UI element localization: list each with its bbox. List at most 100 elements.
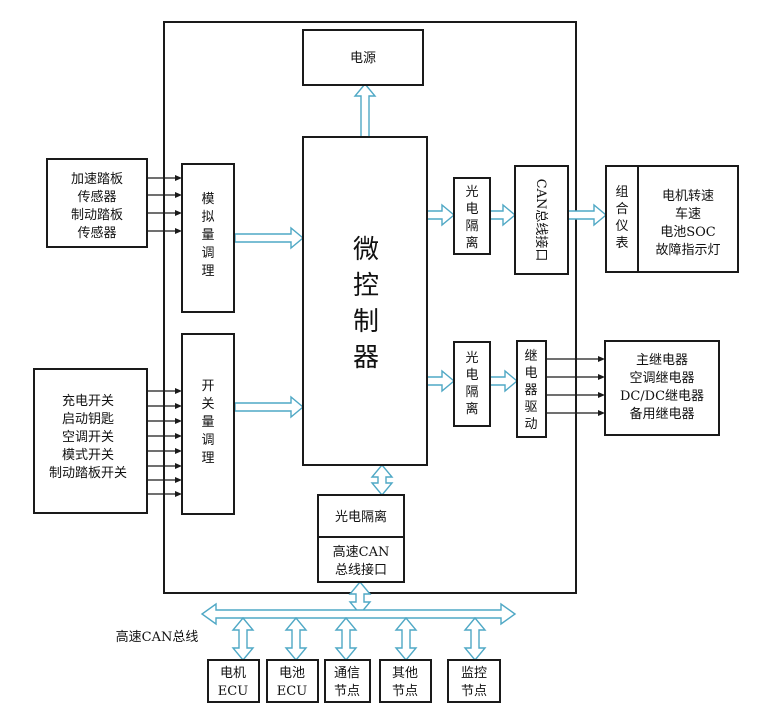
- svg-text:备用继电器: 备用继电器: [629, 406, 694, 422]
- svg-text:组: 组: [615, 185, 628, 200]
- switch-to-mcu-arrow: [234, 395, 305, 419]
- switch-input-box: [33, 368, 148, 514]
- switch-cond-label: 开 关 量 调 理: [201, 379, 214, 466]
- svg-text:表: 表: [615, 236, 628, 251]
- opto-bottom-box: [317, 494, 405, 538]
- can-to-instrument-arrow: [567, 203, 608, 227]
- relays-label: 主继电器 空调继电器 DC/DC继电器 备用继电器: [620, 353, 704, 422]
- svg-text:电机转速: 电机转速: [662, 189, 714, 204]
- svg-text:空调继电器: 空调继电器: [629, 371, 694, 386]
- svg-text:理: 理: [201, 451, 214, 466]
- opto-to-relay-arrow: [489, 369, 519, 393]
- node-battery-ecu: [266, 659, 319, 703]
- svg-text:ECU: ECU: [218, 684, 248, 699]
- display-items-label: 电机转速 车速 电池SOC 故障指示灯: [655, 189, 720, 258]
- svg-text:制: 制: [353, 307, 379, 337]
- canif-bus-arrow: [348, 580, 372, 616]
- svg-text:电机: 电机: [220, 666, 246, 681]
- svg-text:启动钥匙: 启动钥匙: [62, 412, 114, 427]
- node-bus-arrows: [231, 616, 487, 662]
- svg-text:隔: 隔: [465, 219, 478, 234]
- relays-box: [604, 340, 720, 436]
- svg-text:主继电器: 主继电器: [636, 353, 688, 368]
- mcu-to-opto-mid-arrow: [426, 369, 456, 393]
- hs-can-if-label: 高速CAN 总线接口: [333, 544, 390, 578]
- switch-wires: [147, 388, 182, 497]
- node-comm: [324, 659, 371, 703]
- pedal-sensor-box: [46, 158, 148, 248]
- svg-text:监控: 监控: [461, 666, 487, 681]
- opto-mid-label: 光 电 隔 离: [465, 351, 478, 417]
- analog-to-mcu-arrow: [234, 226, 305, 250]
- svg-text:电池SOC: 电池SOC: [660, 225, 716, 240]
- power-label: 电源: [350, 51, 376, 66]
- svg-text:电: 电: [465, 202, 478, 217]
- hs-can-if-box: [317, 536, 405, 583]
- svg-text:制动踏板开关: 制动踏板开关: [49, 466, 127, 481]
- svg-text:传感器: 传感器: [77, 225, 116, 241]
- svg-text:模: 模: [201, 192, 214, 207]
- svg-text:传感器: 传感器: [77, 189, 116, 205]
- svg-text:器: 器: [353, 343, 379, 373]
- svg-text:加速踏板: 加速踏板: [71, 172, 123, 187]
- svg-text:调: 调: [201, 246, 214, 261]
- svg-text:调: 调: [201, 433, 214, 448]
- svg-text:通信: 通信: [334, 666, 360, 681]
- opto-top-box: [453, 177, 491, 255]
- mcu-to-power-arrow: [353, 82, 377, 138]
- mcu-opto-bottom-arrow: [370, 463, 394, 497]
- svg-text:车速: 车速: [675, 206, 701, 222]
- svg-text:仪: 仪: [615, 219, 628, 234]
- svg-text:制动踏板: 制动踏板: [71, 208, 123, 223]
- switch-cond-box: [181, 333, 235, 515]
- svg-text:节点: 节点: [461, 684, 487, 699]
- analog-cond-label: 模 拟 量 调 理: [201, 192, 214, 279]
- svg-text:量: 量: [201, 228, 214, 243]
- svg-text:节点: 节点: [392, 684, 418, 699]
- relay-wires: [546, 356, 605, 416]
- relay-drive-box: [516, 340, 547, 438]
- svg-text:充电开关: 充电开关: [62, 393, 114, 409]
- can-bus-label: 高速CAN总线: [116, 629, 199, 645]
- svg-text:器: 器: [524, 383, 537, 398]
- svg-text:合: 合: [615, 202, 628, 217]
- svg-text:微: 微: [353, 235, 379, 265]
- svg-text:光: 光: [465, 351, 478, 366]
- svg-text:电池: 电池: [279, 666, 305, 681]
- svg-text:ECU: ECU: [277, 684, 307, 699]
- node-monitor: [447, 659, 501, 703]
- node-other: [379, 659, 432, 703]
- opto-top-label: 光 电 隔 离: [465, 185, 478, 251]
- svg-text:空调开关: 空调开关: [62, 430, 114, 445]
- relay-drive-label: 继 电 器 驱 动: [524, 349, 537, 432]
- mcu-label: 微 控 制 器: [353, 235, 379, 373]
- svg-text:高速CAN: 高速CAN: [333, 544, 390, 560]
- svg-text:关: 关: [201, 397, 214, 412]
- svg-text:离: 离: [465, 235, 478, 251]
- mcu-box: [302, 136, 428, 466]
- svg-text:故障指示灯: 故障指示灯: [655, 243, 720, 258]
- pedal-sensor-wires: [147, 175, 182, 234]
- display-items-box: [637, 165, 739, 273]
- svg-text:驱: 驱: [524, 400, 537, 415]
- svg-text:总线接口: 总线接口: [335, 562, 387, 578]
- can-bus-arrow: [200, 602, 517, 626]
- svg-text:电: 电: [524, 366, 537, 381]
- mcu-to-opto-top-arrow: [426, 203, 456, 227]
- svg-text:其他: 其他: [392, 666, 418, 681]
- svg-text:理: 理: [201, 264, 214, 279]
- svg-text:开: 开: [201, 379, 214, 394]
- svg-text:拟: 拟: [201, 210, 214, 225]
- svg-text:继: 继: [524, 349, 537, 364]
- opto-bottom-label: 光电隔离: [335, 509, 387, 525]
- svg-text:控: 控: [353, 271, 379, 301]
- instrument-box: [605, 165, 639, 273]
- svg-text:DC/DC继电器: DC/DC继电器: [620, 389, 704, 404]
- node-labels: 电机 ECU 电池 ECU 通信 节点 其他 节点 监控 节点: [218, 666, 487, 699]
- can-if-box: [514, 165, 569, 275]
- svg-text:隔: 隔: [465, 385, 478, 400]
- node-motor-ecu: [207, 659, 260, 703]
- svg-text:电: 电: [465, 368, 478, 383]
- pedal-sensor-label: 加速踏板 传感器 制动踏板 传感器: [71, 172, 123, 241]
